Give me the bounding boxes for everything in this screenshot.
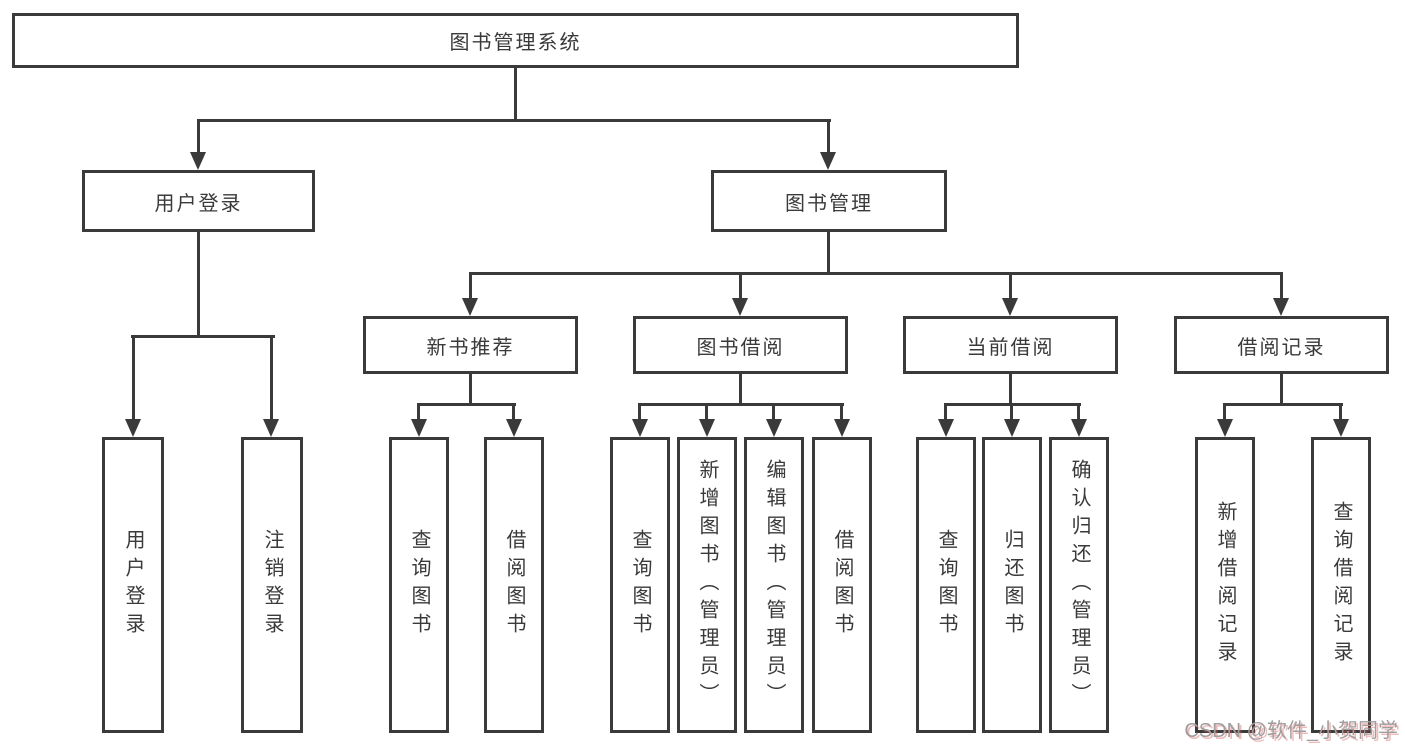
arrow-down-icon <box>834 419 850 437</box>
connector-line <box>827 230 830 274</box>
connector-line <box>132 335 135 421</box>
connector-line <box>772 403 775 421</box>
node-bb-borrow-books: 借阅图书 <box>812 437 872 733</box>
node-label: 查询借阅记录 <box>1330 501 1352 669</box>
node-label: 查询图书 <box>629 529 651 641</box>
node-label: 新增图书（管理员） <box>696 459 718 711</box>
connector-line <box>417 403 516 406</box>
node-label: 借阅图书 <box>503 529 525 641</box>
connector-line <box>1280 371 1283 405</box>
connector-line <box>1077 403 1080 421</box>
node-nb-query-books: 查询图书 <box>389 437 449 733</box>
connector-line <box>197 230 200 337</box>
connector-line <box>131 335 275 338</box>
connector-line <box>827 119 830 153</box>
connector-line <box>739 371 742 405</box>
node-label: 归还图书 <box>1001 529 1023 641</box>
arrow-down-icon <box>190 152 206 170</box>
connector-line <box>469 272 472 300</box>
node-label: 图书管理系统 <box>449 32 582 54</box>
connector-line <box>1280 272 1283 300</box>
node-label: 借阅记录 <box>1237 336 1326 359</box>
node-cb-confirm-return-admin: 确认归还（管理员） <box>1049 437 1109 733</box>
node-label: 用户登录 <box>122 529 144 641</box>
node-new-book-recommendation: 新书推荐 <box>363 316 578 374</box>
connector-line <box>739 272 742 300</box>
node-cb-return-books: 归还图书 <box>982 437 1042 733</box>
connector-line <box>1339 403 1342 421</box>
connector-line <box>638 403 844 406</box>
node-label: 当前借阅 <box>966 336 1055 359</box>
node-label: 用户登录 <box>154 192 243 215</box>
csdn-watermark: CSDN @软件_小贺同学 <box>1184 720 1398 742</box>
node-label: 新书推荐 <box>426 336 515 359</box>
node-current-borrowing: 当前借阅 <box>903 316 1118 374</box>
node-label: 查询图书 <box>408 529 430 641</box>
node-label: 借阅图书 <box>831 529 853 641</box>
node-br-add-record: 新增借阅记录 <box>1195 437 1255 733</box>
node-user-login: 用户登录 <box>82 170 315 232</box>
connector-line <box>638 403 641 421</box>
connector-line <box>270 335 273 421</box>
arrow-down-icon <box>263 419 279 437</box>
node-bb-add-books-admin: 新增图书（管理员） <box>677 437 737 733</box>
arrow-down-icon <box>1002 298 1018 316</box>
connector-line <box>469 272 1283 275</box>
node-label: 图书借阅 <box>696 336 785 359</box>
node-nb-borrow-books: 借阅图书 <box>484 437 544 733</box>
node-book-borrowing: 图书借阅 <box>633 316 848 374</box>
node-label: 图书管理 <box>785 192 873 215</box>
connector-line <box>1223 403 1343 406</box>
arrow-down-icon <box>462 298 478 316</box>
connector-line <box>514 66 517 121</box>
node-cb-query-books: 查询图书 <box>916 437 976 733</box>
node-bb-edit-books-admin: 编辑图书（管理员） <box>744 437 804 733</box>
arrow-down-icon <box>632 419 648 437</box>
node-borrowing-records: 借阅记录 <box>1174 316 1389 374</box>
connector-line <box>705 403 708 421</box>
node-label: 确认归还（管理员） <box>1068 459 1090 711</box>
connector-line <box>417 403 420 421</box>
arrow-down-icon <box>1333 419 1349 437</box>
node-br-query-record: 查询借阅记录 <box>1311 437 1371 733</box>
arrow-down-icon <box>1071 419 1087 437</box>
node-ul-user-login: 用户登录 <box>102 437 164 733</box>
connector-line <box>1223 403 1226 421</box>
node-book-management: 图书管理 <box>711 170 947 232</box>
node-label: 新增借阅记录 <box>1214 501 1236 669</box>
node-ul-logout: 注销登录 <box>241 437 303 733</box>
arrow-down-icon <box>732 298 748 316</box>
connector-line <box>197 119 831 122</box>
connector-line <box>1010 403 1013 421</box>
node-label: 编辑图书（管理员） <box>763 459 785 711</box>
arrow-down-icon <box>506 419 522 437</box>
arrow-down-icon <box>699 419 715 437</box>
arrow-down-icon <box>1217 419 1233 437</box>
arrow-down-icon <box>820 152 836 170</box>
node-label: 注销登录 <box>261 529 283 641</box>
node-library-system: 图书管理系统 <box>12 13 1019 68</box>
arrow-down-icon <box>411 419 427 437</box>
arrow-down-icon <box>1004 419 1020 437</box>
connector-line <box>1009 371 1012 405</box>
arrow-down-icon <box>1273 298 1289 316</box>
connector-line <box>197 119 200 153</box>
arrow-down-icon <box>766 419 782 437</box>
arrow-down-icon <box>938 419 954 437</box>
connector-line <box>512 403 515 421</box>
connector-line <box>469 371 472 405</box>
arrow-down-icon <box>125 419 141 437</box>
node-bb-query-books: 查询图书 <box>610 437 670 733</box>
connector-line <box>840 403 843 421</box>
connector-line <box>944 403 947 421</box>
node-label: 查询图书 <box>935 529 957 641</box>
connector-line <box>1009 272 1012 300</box>
